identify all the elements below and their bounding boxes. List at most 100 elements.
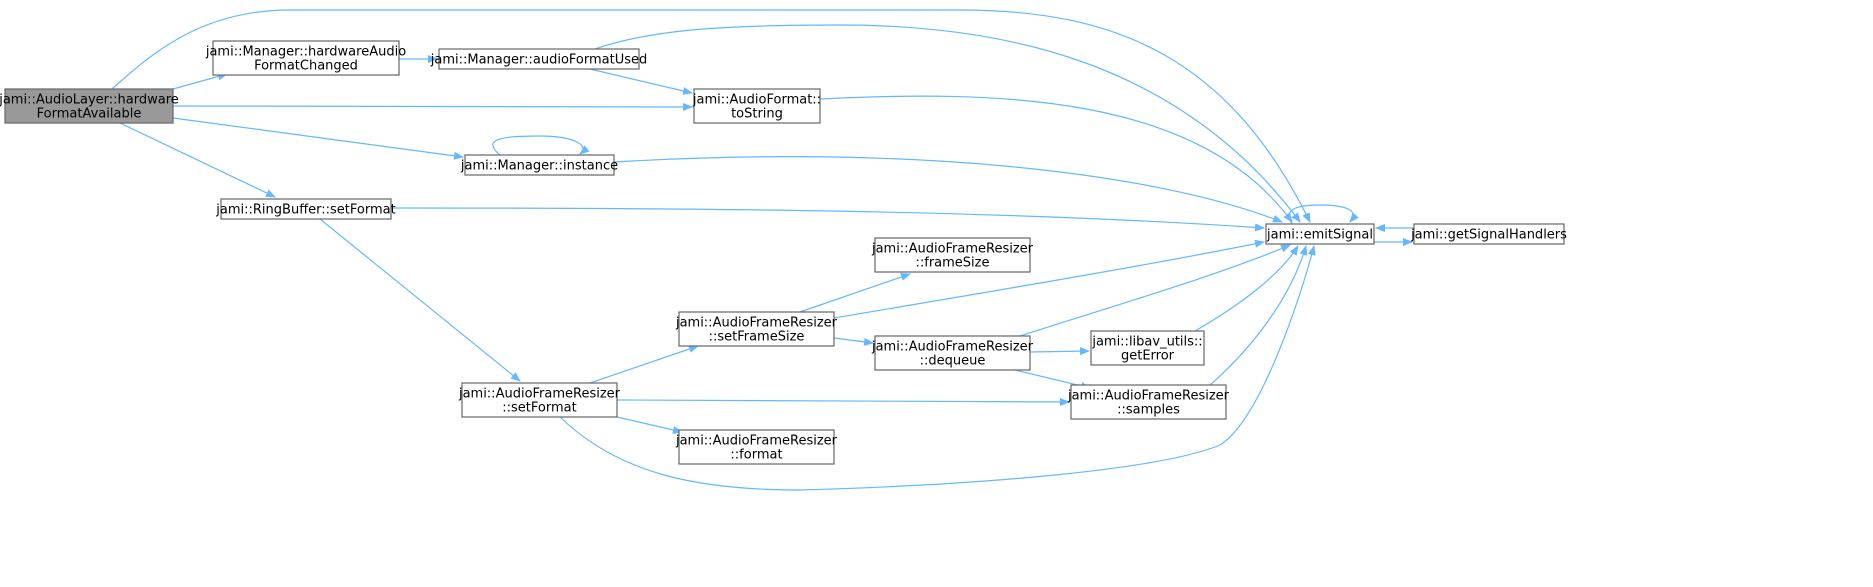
- nodes-layer: jami::AudioLayer::hardwareFormatAvailabl…: [0, 40, 1567, 465]
- node-mgrhw[interactable]: jami::Manager::hardwareAudioFormatChange…: [205, 40, 406, 76]
- edge-line: [119, 122, 276, 198]
- node-box: [1413, 223, 1565, 245]
- node-label: jami::getSignalHandlers: [1410, 228, 1567, 243]
- node-label: FormatChanged: [254, 59, 358, 74]
- node-setformat[interactable]: jami::AudioFrameResizer::setFormat: [458, 382, 621, 418]
- edge-line: [172, 72, 228, 90]
- node-label: jami::Manager::audioFormatUsed: [430, 53, 648, 68]
- node-mgrfmt[interactable]: jami::Manager::audioFormatUsed: [430, 48, 648, 70]
- node-label: ::setFrameSize: [709, 330, 805, 345]
- node-samples[interactable]: jami::AudioFrameResizer::samples: [1067, 384, 1230, 420]
- node-hwfmt[interactable]: jami::AudioLayer::hardwareFormatAvailabl…: [0, 88, 179, 124]
- edge-line: [1288, 204, 1359, 225]
- node-box: [678, 311, 835, 347]
- node-label: jami::AudioFrameResizer: [871, 242, 1034, 257]
- edge-line: [1019, 244, 1291, 337]
- edge-hwfmt-to-tostring: [172, 102, 693, 111]
- edge-line: [833, 239, 1265, 319]
- node-label: ::format: [730, 448, 782, 463]
- node-framesize[interactable]: jami::AudioFrameResizer::frameSize: [871, 237, 1034, 273]
- node-label: jami::AudioFrameResizer: [871, 340, 1034, 355]
- edge-line: [616, 416, 683, 434]
- node-label: ::dequeue: [920, 354, 986, 369]
- node-box: [4, 88, 174, 124]
- edge-line: [819, 95, 1293, 223]
- node-label: ::samples: [1117, 403, 1180, 418]
- node-label: jami::AudioLayer::hardware: [0, 93, 179, 108]
- edge-line: [594, 24, 1301, 223]
- edge-setformat-to-format: [616, 416, 683, 434]
- edge-samples-to-emit: [1209, 245, 1308, 386]
- node-geterror[interactable]: jami::libav_utils::getError: [1090, 330, 1205, 366]
- edge-line: [613, 156, 1283, 223]
- edge-line: [589, 68, 693, 95]
- node-label: jami::AudioFrameResizer: [675, 434, 838, 449]
- node-handlers[interactable]: jami::getSignalHandlers: [1410, 223, 1567, 245]
- node-instance[interactable]: jami::Manager::instance: [460, 154, 618, 176]
- edge-instance-to-instance: [492, 135, 590, 156]
- node-format[interactable]: jami::AudioFrameResizer::format: [675, 429, 838, 465]
- node-box: [874, 335, 1031, 371]
- edge-tostring-to-emit: [819, 95, 1293, 223]
- node-box: [1090, 330, 1205, 366]
- edge-line: [319, 218, 521, 382]
- edge-setformat-to-setframesize: [589, 345, 699, 384]
- edge-hwfmt-to-rbset: [119, 122, 276, 198]
- node-label: jami::AudioFormat::: [692, 93, 821, 108]
- edge-hwfmt-to-instance: [172, 117, 464, 160]
- edge-rbset-to-setformat: [319, 218, 521, 382]
- edge-line: [172, 117, 464, 160]
- node-emit[interactable]: jami::emitSignal: [1265, 223, 1375, 245]
- node-label: ::frameSize: [916, 256, 990, 271]
- node-box: [693, 88, 821, 124]
- node-label: FormatAvailable: [37, 107, 142, 122]
- node-label: getError: [1121, 349, 1175, 364]
- edge-line: [833, 337, 874, 346]
- node-box: [678, 429, 835, 465]
- edge-setformat-to-samples: [616, 397, 1070, 406]
- node-box: [464, 154, 615, 176]
- edge-line: [799, 273, 911, 313]
- node-label: toString: [731, 107, 783, 122]
- edge-instance-to-emit: [613, 156, 1283, 223]
- edge-geterror-to-emit: [1194, 245, 1299, 332]
- edge-setframesize-to-emit: [833, 239, 1265, 319]
- node-label: jami::libav_utils::: [1091, 335, 1202, 350]
- edge-dequeue-to-emit: [1019, 244, 1291, 337]
- edges-layer: [111, 9, 1414, 491]
- edge-setframesize-to-dequeue: [833, 337, 874, 346]
- node-dequeue[interactable]: jami::AudioFrameResizer::dequeue: [871, 335, 1034, 371]
- node-box: [874, 237, 1031, 273]
- edge-line: [492, 135, 590, 156]
- edge-line: [390, 207, 1265, 232]
- node-label: ::setFormat: [502, 401, 576, 416]
- node-box: [438, 48, 640, 70]
- edge-rbset-to-emit: [390, 207, 1265, 232]
- node-label: jami::AudioFrameResizer: [675, 316, 838, 331]
- edge-line: [616, 397, 1070, 406]
- node-label: jami::Manager::hardwareAudio: [205, 45, 406, 60]
- node-box: [461, 382, 618, 418]
- node-tostring[interactable]: jami::AudioFormat::toString: [692, 88, 821, 124]
- edge-setframesize-to-framesize: [799, 273, 911, 313]
- node-box: [220, 198, 392, 220]
- edge-line: [1209, 245, 1308, 386]
- node-box: [212, 40, 400, 76]
- edge-line: [1029, 347, 1090, 356]
- edge-setformat-to-emit: [559, 245, 1316, 491]
- edge-hwfmt-to-emit: [111, 9, 1311, 223]
- node-label: jami::emitSignal: [1266, 228, 1373, 243]
- edge-line: [589, 345, 699, 384]
- edge-dequeue-to-geterror: [1029, 347, 1090, 356]
- node-box: [1265, 223, 1375, 245]
- node-setframesize[interactable]: jami::AudioFrameResizer::setFrameSize: [675, 311, 838, 347]
- node-label: jami::Manager::instance: [460, 159, 618, 174]
- edge-hwfmt-to-mgrhw: [172, 72, 228, 90]
- node-label: jami::RingBuffer::setFormat: [215, 203, 395, 218]
- edge-emit-to-emit: [1288, 204, 1359, 225]
- node-label: jami::AudioFrameResizer: [458, 387, 621, 402]
- node-rbset[interactable]: jami::RingBuffer::setFormat: [215, 198, 396, 220]
- edge-line: [111, 9, 1311, 223]
- edge-mgrfmt-to-tostring: [589, 68, 693, 95]
